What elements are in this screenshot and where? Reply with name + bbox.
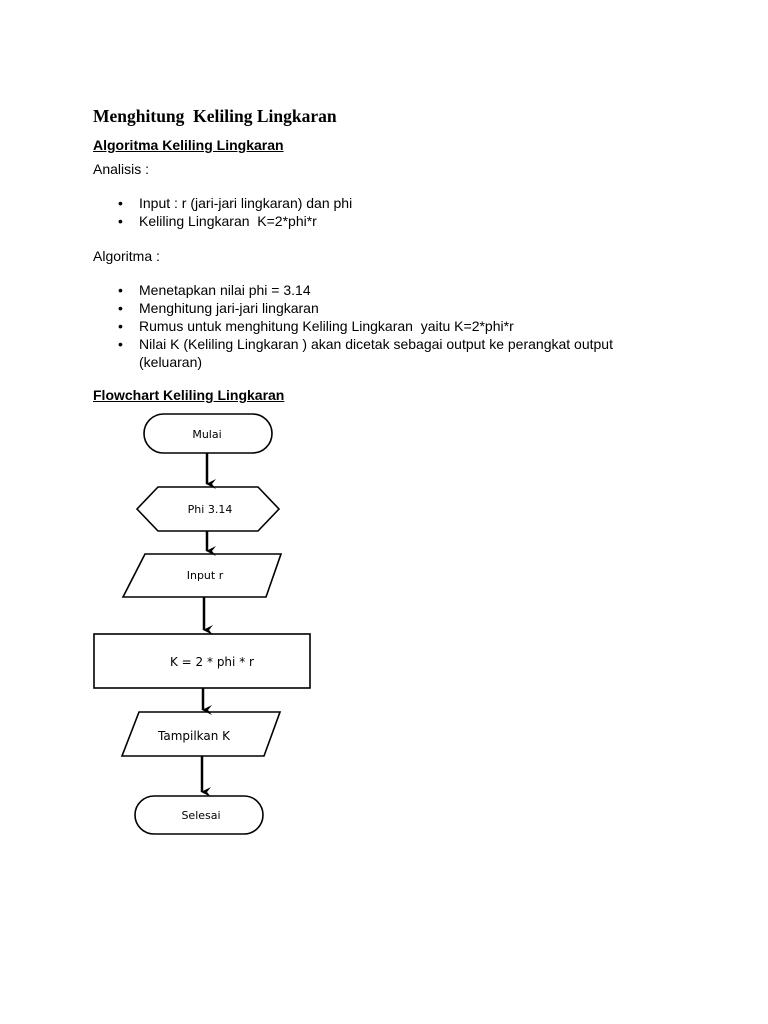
algorithm-heading: Algoritma Keliling Lingkaran [93,137,284,153]
output-parallelogram [120,711,282,757]
list-item-text: Menetapkan nilai phi = 3.14 [139,282,311,298]
bullet-icon: • [118,213,123,229]
bullet-icon: • [118,282,123,298]
list-item-text: Nilai K (Keliling Lingkaran ) akan dicet… [139,336,613,352]
input-label: Input r [187,569,224,582]
list-item: • Keliling Lingkaran K=2*phi*r [118,213,317,229]
flowchart-heading: Flowchart Keliling Lingkaran [93,387,285,403]
list-item-text: Menghitung jari-jari lingkaran [139,300,319,316]
list-item-text: Input : r (jari-jari lingkaran) dan phi [139,195,353,211]
end-terminator [134,795,264,835]
list-item: • Menetapkan nilai phi = 3.14 [118,282,311,298]
list-item: • Menghitung jari-jari lingkaran [118,300,319,316]
output-label: Tampilkan K [157,729,231,743]
analysis-label: Analisis : [93,161,150,177]
list-item-text: Keliling Lingkaran K=2*phi*r [139,213,317,229]
process-label: K = 2 * phi * r [170,655,254,669]
list-item: • Rumus untuk menghitung Keliling Lingkar… [118,318,514,334]
bullet-icon: • [118,300,123,316]
preparation-label: Phi 3.14 [188,503,233,516]
end-label: Selesai [181,809,220,822]
list-item-text: Rumus untuk menghitung Keliling Lingkara… [139,318,514,334]
list-item: • Input : r (jari-jari lingkaran) dan phi [118,195,352,211]
bullet-icon: • [118,336,123,352]
algorithm-label: Algoritma : [93,248,160,264]
list-item-continuation: (keluaran) [139,354,203,370]
page-title: Menghitung Keliling Lingkaran [93,106,337,126]
preparation-hexagon [135,486,281,532]
process-box [93,633,311,689]
list-item: • Nilai K (Keliling Lingkaran ) akan dice… [118,336,613,352]
bullet-icon: • [118,195,123,211]
input-parallelogram [121,553,283,598]
bullet-icon: • [118,318,123,334]
start-label: Mulai [192,428,221,441]
